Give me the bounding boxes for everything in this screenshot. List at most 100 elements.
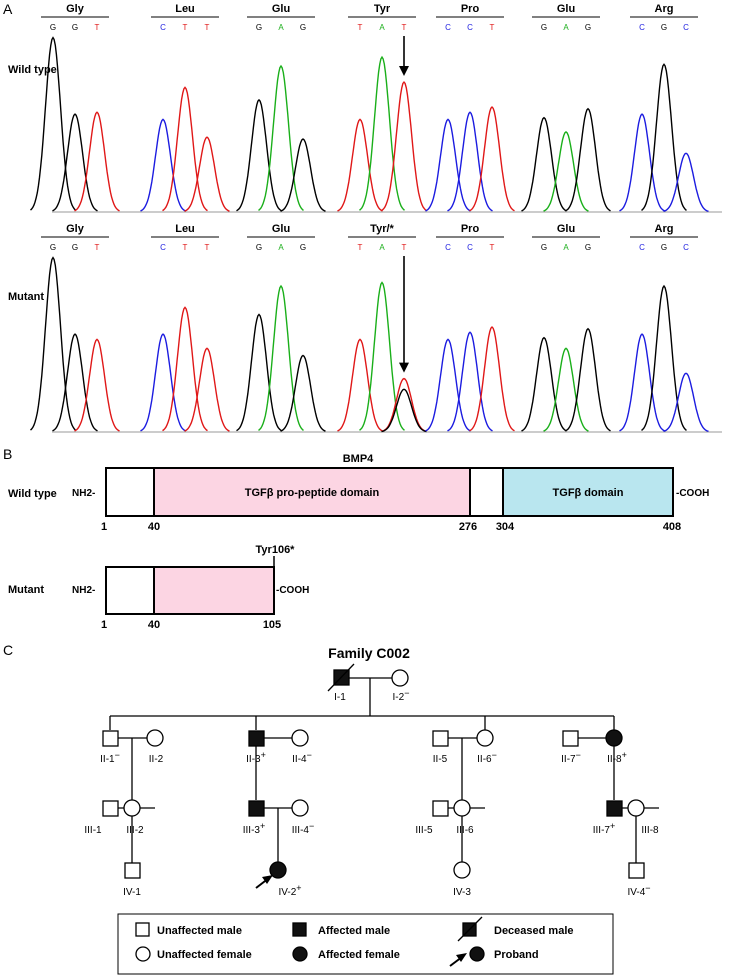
pedigree-id-III-4: III-4− (292, 821, 315, 836)
base-call-label: A (379, 243, 385, 252)
female-affected-IV-2 (269, 861, 287, 879)
female-unaffected-II-2 (146, 729, 164, 747)
wild-pos-276: 276 (459, 521, 477, 533)
base-call-label: G (541, 243, 547, 252)
wild-n-terminus: NH2- (72, 488, 95, 499)
base-call-label: T (358, 23, 363, 32)
deceased-slash-I-1 (327, 663, 355, 692)
legend-unaffected-male-icon (135, 922, 150, 937)
chromatogram-row-label: Wild type (8, 64, 57, 76)
female-unaffected-III-2 (123, 799, 141, 817)
base-call-label: T (358, 243, 363, 252)
trace-peak (337, 118, 383, 212)
legend-deceased-slash (457, 916, 483, 942)
mutant-pos-40: 40 (148, 619, 160, 631)
trace-peak (280, 354, 326, 432)
base-call-label: C (639, 23, 645, 32)
trace-peak (619, 113, 665, 212)
tgfb-domain-label: TGFβ domain (553, 487, 624, 499)
trace-peak (469, 105, 515, 212)
base-call-label: C (467, 243, 473, 252)
pedigree-id-II-8: II-8+ (607, 750, 627, 765)
trace-peak (521, 116, 567, 212)
base-call-label: G (661, 23, 667, 32)
pedigree-lines (109, 677, 659, 870)
base-call-label: T (402, 23, 407, 32)
codon-amino-acid-label: Leu (175, 223, 195, 235)
base-call-label: G (256, 243, 262, 252)
base-call-label: C (639, 243, 645, 252)
mutant-n-segment (105, 566, 155, 615)
pedigree-id-I-1: I-1 (334, 692, 346, 703)
wild-linker-segment (469, 467, 504, 517)
pedigree-id-III-3: III-3+ (243, 821, 266, 836)
mutation-arrow-head (399, 362, 409, 373)
trace-peak (359, 55, 405, 211)
codon-amino-acid-label: Glu (272, 223, 290, 235)
wild-pos-40: 40 (148, 521, 160, 533)
base-call-label: G (585, 23, 591, 32)
female-unaffected-II-4 (291, 729, 309, 747)
trace-peak (337, 338, 383, 432)
male-affected-II-3 (248, 730, 265, 747)
mutant-pos-105: 105 (263, 619, 281, 631)
codon-amino-acid-label: Pro (461, 3, 480, 15)
panel-c-label: C (3, 642, 13, 658)
legend-affected-male: Affected male (318, 925, 390, 937)
base-call-label: A (563, 23, 569, 32)
base-call-label: C (445, 243, 451, 252)
propeptide-domain-label: TGFβ pro-peptide domain (245, 487, 380, 499)
trace-peak (447, 331, 493, 432)
base-call-label: C (683, 23, 689, 32)
codon-amino-acid-label: Tyr (374, 3, 391, 15)
pedigree-id-III-2: III-2 (126, 825, 144, 836)
female-unaffected-III-6 (453, 799, 471, 817)
base-call-label: G (72, 23, 78, 32)
base-call-label: T (95, 23, 100, 32)
legend-unaffected-male: Unaffected male (157, 925, 242, 937)
trace-peak (521, 336, 567, 432)
wild-pos-304: 304 (496, 521, 515, 533)
pedigree-legend (117, 913, 614, 975)
pedigree-id-II-1: II-1− (100, 750, 120, 765)
female-affected-II-8 (605, 729, 623, 747)
base-call-label: A (278, 23, 284, 32)
trace-peak (663, 152, 709, 212)
pedigree-id-II-5: II-5 (433, 754, 448, 765)
chromatogram-row-label: Mutant (8, 291, 44, 303)
pedigree-id-II-6: II-6− (477, 750, 497, 765)
trace-peak (140, 333, 186, 432)
stop-codon-label: Tyr106* (256, 544, 296, 556)
base-call-label: A (278, 243, 284, 252)
male-unaffected-II-7 (562, 730, 579, 747)
base-call-label: G (300, 23, 306, 32)
base-call-label: A (379, 23, 385, 32)
trace-peak (162, 86, 208, 212)
trace-peak (425, 118, 471, 212)
male-affected-III-7 (606, 800, 623, 817)
wild-c-terminus: -COOH (676, 488, 709, 499)
wild-n-segment (105, 467, 155, 517)
pedigree-id-IV-4: IV-4− (627, 883, 650, 898)
female-unaffected-I-2 (391, 669, 409, 687)
pedigree-id-IV-2: IV-2+ (278, 883, 301, 898)
pedigree-id-III-6: III-6 (456, 825, 474, 836)
mutant-c-terminus: -COOH (276, 585, 309, 596)
trace-peak (258, 284, 304, 431)
codon-amino-acid-label: Pro (461, 223, 480, 235)
legend-deceased-male: Deceased male (494, 925, 574, 937)
base-call-label: T (95, 243, 100, 252)
trace-peak (162, 306, 208, 432)
codon-amino-acid-label: Arg (655, 223, 674, 235)
trace-peak (236, 313, 282, 432)
panel-b-label: B (3, 446, 12, 462)
mutant-protein-label: Mutant (8, 584, 44, 596)
trace-peak (74, 111, 120, 212)
trace-peak (565, 327, 611, 432)
trace-peak (280, 138, 326, 212)
trace-peak (236, 98, 282, 212)
legend-proband-arrow-head (456, 953, 467, 962)
legend-affected-male-icon (292, 922, 307, 937)
